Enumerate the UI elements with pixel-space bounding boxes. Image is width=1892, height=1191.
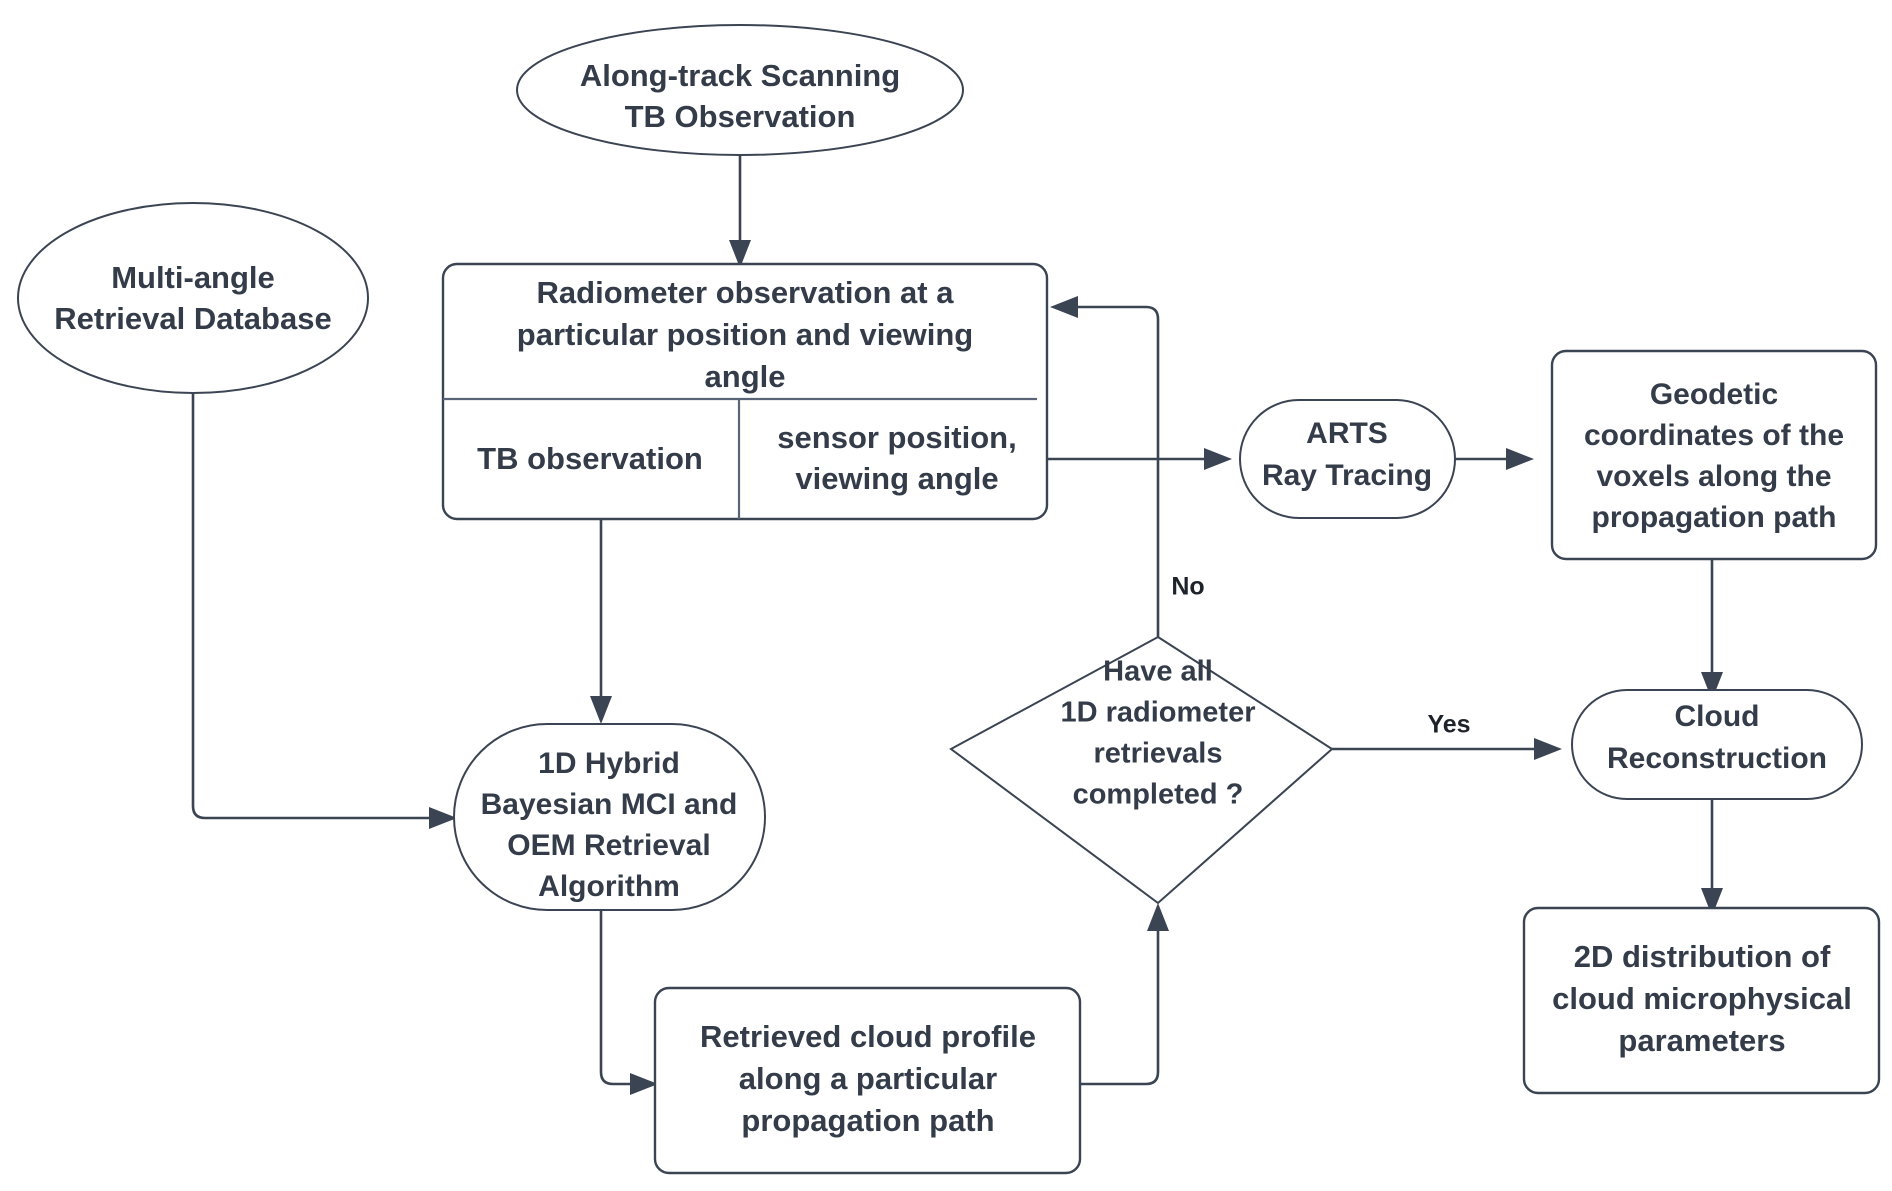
node-decision-retrievals-completed[interactable]: Have all 1D radiometer retrievals comple… <box>949 635 1334 905</box>
edge-decision-yes-to-reconstruction <box>1332 738 1562 760</box>
node-label-line: Radiometer observation at a <box>537 275 955 310</box>
node-label-line: Bayesian MCI and <box>481 788 738 821</box>
node-retrieved-cloud-profile[interactable]: Retrieved cloud profile along a particul… <box>653 986 1082 1175</box>
node-label-line: propagation path <box>741 1103 994 1138</box>
edge-decision-no-to-radiometer <box>1050 296 1160 637</box>
node-label-line: coordinates of the <box>1584 419 1844 452</box>
node-label-line: ARTS <box>1306 417 1388 450</box>
edge-geodetic-to-reconstruction <box>1701 559 1723 700</box>
edge-reconstruction-to-result <box>1701 799 1723 916</box>
radiometer-cell-tb-observation: TB observation <box>477 441 703 476</box>
node-label-line: along a particular <box>739 1061 997 1096</box>
node-along-track-scanning[interactable]: Along-track Scanning TB Observation <box>516 24 964 156</box>
node-label-line: angle <box>705 359 786 394</box>
edge-label-no: No <box>1171 573 1204 601</box>
node-label-line: retrievals <box>1094 738 1223 770</box>
edge-radiometer-to-retrieval <box>590 519 612 724</box>
node-label-line: Along-track Scanning <box>580 58 900 93</box>
node-label-line: 1D radiometer <box>1060 697 1255 729</box>
node-label-line: Geodetic <box>1650 378 1778 411</box>
node-label-line: 1D Hybrid <box>538 747 680 780</box>
node-hybrid-retrieval-algorithm[interactable]: 1D Hybrid Bayesian MCI and OEM Retrieval… <box>453 723 766 911</box>
node-label-line: cloud microphysical <box>1552 981 1852 1016</box>
edge-radiometer-to-arts <box>1047 448 1232 470</box>
node-2d-distribution-result[interactable]: 2D distribution of cloud microphysical p… <box>1522 906 1881 1095</box>
node-label-line: particular position and viewing <box>517 317 973 352</box>
node-label-line: OEM Retrieval <box>507 829 710 862</box>
node-arts-ray-tracing[interactable]: ARTS Ray Tracing <box>1239 399 1456 519</box>
edge-database-to-retrieval <box>191 332 457 829</box>
node-label-line: TB Observation <box>625 99 856 134</box>
node-label-line: Cloud <box>1675 700 1760 733</box>
edge-label-yes: Yes <box>1427 711 1470 739</box>
node-radiometer-observation[interactable]: Radiometer observation at a particular p… <box>441 262 1049 521</box>
radiometer-cell-sensor-position: sensor position, <box>777 420 1016 455</box>
edge-retrieval-to-profile <box>599 910 658 1095</box>
node-cloud-reconstruction[interactable]: Cloud Reconstruction <box>1571 689 1863 800</box>
node-label-line: Algorithm <box>538 870 680 903</box>
node-label-line: Reconstruction <box>1607 742 1827 775</box>
node-label-line: propagation path <box>1592 501 1837 534</box>
node-label-line: Ray Tracing <box>1262 459 1432 492</box>
edge-profile-to-decision <box>1078 903 1169 1086</box>
node-label-line: parameters <box>1618 1023 1785 1058</box>
node-label-line: 2D distribution of <box>1574 939 1831 974</box>
radiometer-cell-sensor-position: viewing angle <box>795 461 998 496</box>
edge-alongtrack-to-radiometer <box>729 148 751 268</box>
node-label-line: Have all <box>1103 656 1213 688</box>
node-label-line: Retrieval Database <box>54 301 331 336</box>
node-multi-angle-database[interactable]: Multi-angle Retrieval Database <box>17 202 369 394</box>
node-label-line: voxels along the <box>1596 460 1831 493</box>
node-label-line: completed ? <box>1073 779 1244 811</box>
edge-arts-to-geodetic <box>1455 448 1534 470</box>
node-geodetic-coordinates[interactable]: Geodetic coordinates of the voxels along… <box>1550 349 1878 561</box>
node-label-line: Retrieved cloud profile <box>700 1019 1036 1054</box>
node-label-line: Multi-angle <box>111 260 275 295</box>
